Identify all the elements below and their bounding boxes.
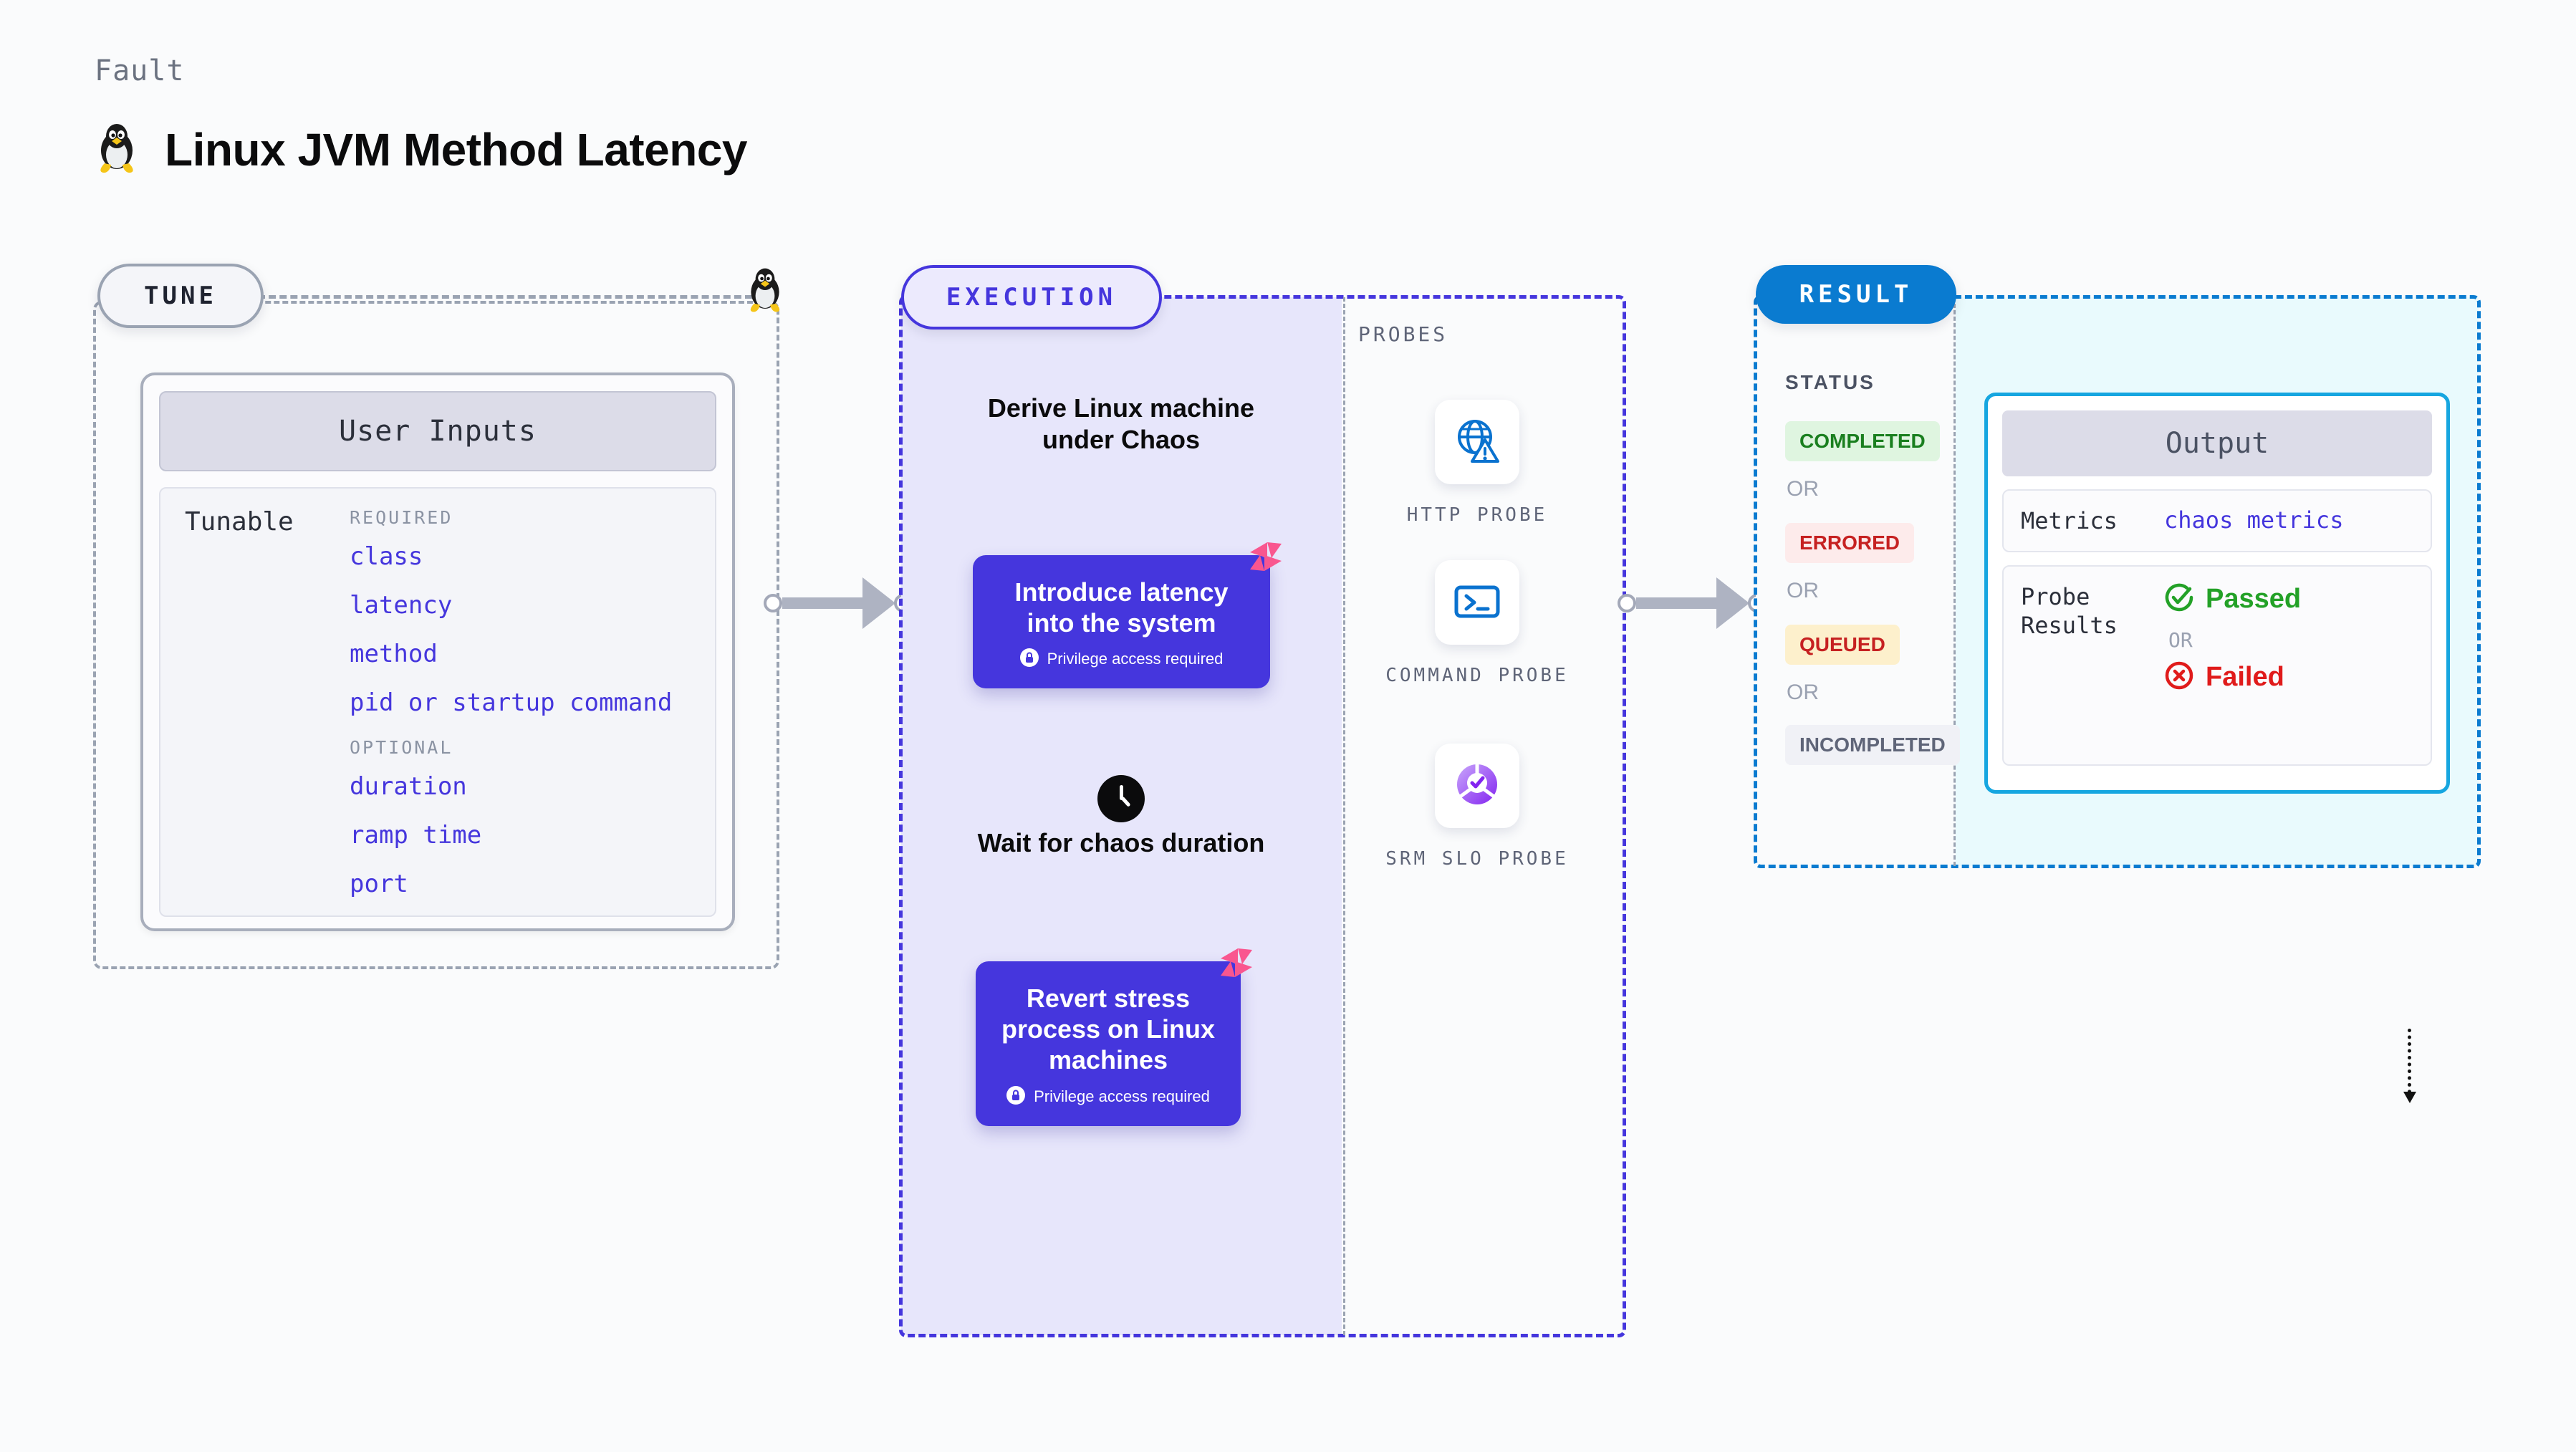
action-card-introduce-latency[interactable]: Introduce latency into the system Privil… [973, 542, 1282, 689]
action-card-revert-stress[interactable]: Revert stress process on Linux machines … [976, 948, 1252, 1126]
or-separator: OR [1787, 579, 1819, 602]
passed-label: Passed [2206, 583, 2302, 614]
output-probe-results-row: Probe Results Passed OR [2002, 565, 2432, 766]
action-card-title: Revert stress process on Linux machines [1001, 984, 1216, 1075]
probes-label: PROBES [1358, 322, 1448, 346]
fault-eyebrow-label: Fault [95, 54, 185, 87]
probe-result-failed: Failed [2164, 660, 2301, 693]
probes-divider [1343, 297, 1345, 1335]
group-label-required: REQUIRED [350, 507, 453, 528]
x-circle-icon [2164, 660, 2194, 693]
clock-icon [1097, 775, 1145, 825]
tune-section-pill[interactable]: TUNE [97, 264, 264, 328]
status-badge-incompleted: INCOMPLETED [1785, 725, 1960, 765]
probe-caption-srm-slo: SRM SLO PROBE [1385, 848, 1569, 870]
connector-tune-to-execution [764, 577, 913, 629]
step-wait-label: Wait for chaos duration [977, 828, 1265, 857]
privilege-text: Privilege access required [1034, 1087, 1210, 1105]
output-metrics-row: Metrics chaos metrics [2002, 489, 2432, 552]
probe-caption-http: HTTP PROBE [1406, 504, 1548, 526]
connector-dot [764, 594, 782, 612]
result-boundary [1754, 295, 2481, 868]
linux-tux-icon [95, 122, 139, 178]
terminal-prompt-icon [1451, 574, 1504, 630]
tunable-item[interactable]: class [350, 542, 423, 571]
probe-caption-command: COMMAND PROBE [1385, 665, 1569, 686]
page-title: Linux JVM Method Latency [165, 124, 747, 176]
connector-bar [782, 597, 862, 609]
tunable-item[interactable]: method [350, 640, 438, 668]
chaos-logo-icon [1246, 537, 1286, 580]
or-separator: OR [1787, 477, 1819, 501]
privilege-row: Privilege access required [1019, 648, 1224, 670]
tunable-item[interactable]: duration [350, 772, 467, 801]
tune-boundary [93, 301, 779, 969]
connector-bar [1636, 597, 1716, 609]
execution-section-pill[interactable]: EXECUTION [901, 265, 1162, 330]
user-inputs-card: User Inputs Tunable REQUIRED class laten… [140, 372, 735, 931]
flow-arrow [2403, 1029, 2416, 1103]
group-label-optional: OPTIONAL [350, 737, 453, 758]
status-badge-completed: COMPLETED [1785, 421, 1940, 461]
result-inner-divider [1953, 297, 1956, 866]
result-status-fill [1756, 297, 1953, 866]
tunable-label: Tunable [185, 507, 294, 537]
connector-execution-to-result [1618, 577, 1767, 629]
tunable-item[interactable]: latency [350, 591, 453, 620]
status-badge-queued: QUEUED [1785, 625, 1900, 665]
output-metrics-value[interactable]: chaos metrics [2164, 506, 2344, 534]
check-circle-icon [2164, 582, 2194, 615]
output-probe-results-key: Probe Results [2021, 583, 2118, 639]
globe-warning-icon [1451, 414, 1504, 470]
tunable-list: REQUIRED class latency method pid or sta… [350, 507, 701, 898]
tune-connector-line [258, 295, 752, 299]
probe-tile-command[interactable] [1435, 560, 1519, 645]
privilege-text: Privilege access required [1047, 650, 1224, 668]
probe-tile-srm-slo[interactable] [1435, 744, 1519, 828]
output-header: Output [2002, 410, 2432, 476]
probe-result-passed: Passed [2164, 582, 2301, 615]
probe-tile-http[interactable] [1435, 400, 1519, 484]
connector-arrowhead [1716, 577, 1749, 629]
or-separator: OR [2168, 628, 2193, 652]
tunable-item[interactable]: port [350, 870, 408, 898]
result-section-pill[interactable]: RESULT [1756, 265, 1956, 324]
or-separator: OR [1787, 681, 1819, 704]
linux-tux-icon-marker [745, 266, 785, 317]
chaos-logo-icon [1216, 943, 1256, 986]
probe-results-values: Passed OR Failed [2164, 582, 2301, 749]
tunable-item[interactable]: ramp time [350, 821, 482, 850]
step-derive-label: Derive Linux machine under Chaos [987, 393, 1255, 454]
action-card-title: Introduce latency into the system [1014, 577, 1229, 638]
user-inputs-header: User Inputs [159, 391, 716, 471]
failed-label: Failed [2206, 661, 2284, 692]
privilege-row: Privilege access required [1006, 1085, 1210, 1107]
output-card: Output Metrics chaos metrics Probe Resul… [1984, 393, 2450, 794]
lock-icon [1006, 1085, 1026, 1107]
tunable-box: Tunable REQUIRED class latency method pi… [159, 487, 716, 917]
page-title-row: Linux JVM Method Latency [95, 122, 747, 178]
connector-dot [1618, 594, 1636, 612]
status-badge-errored: ERRORED [1785, 523, 1915, 563]
slo-donut-check-icon [1450, 757, 1504, 814]
execution-boundary [899, 295, 1626, 1337]
connector-arrowhead [862, 577, 895, 629]
lock-icon [1019, 648, 1039, 670]
tunable-item[interactable]: pid or startup command [350, 688, 673, 717]
output-metrics-key: Metrics [2021, 507, 2118, 534]
status-label: STATUS [1785, 371, 1875, 393]
